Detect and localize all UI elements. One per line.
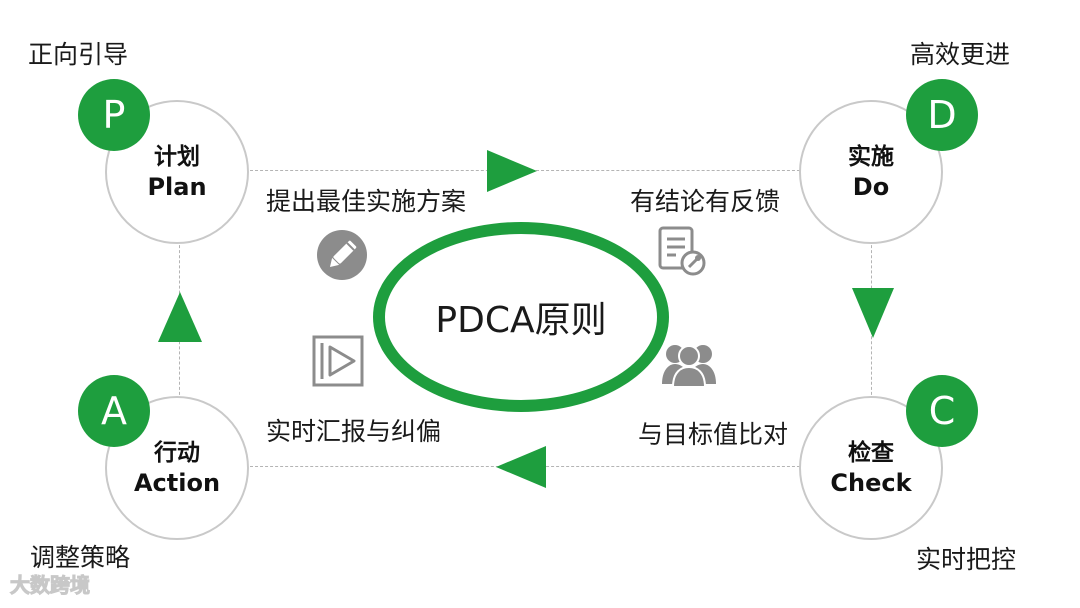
badge-plan: P bbox=[78, 79, 150, 151]
corner-label-do: 高效更进 bbox=[910, 40, 1011, 69]
node-action-title-cn: 行动 bbox=[154, 440, 200, 466]
play-video-icon bbox=[312, 335, 364, 387]
report-icon bbox=[658, 226, 706, 276]
arrow-up-icon bbox=[158, 292, 202, 342]
node-do-title-en: Do bbox=[852, 173, 890, 201]
edge-label-action-to-plan: 实时汇报与纠偏 bbox=[266, 417, 442, 446]
arrow-left-icon bbox=[496, 446, 546, 488]
badge-check: C bbox=[906, 375, 978, 447]
node-action-title-en: Action bbox=[133, 469, 221, 497]
arrow-right-icon bbox=[487, 150, 537, 192]
node-check-title-cn: 检查 bbox=[848, 440, 894, 466]
pencil-icon bbox=[317, 230, 367, 280]
edge-label-do-to-check: 有结论有反馈 bbox=[630, 187, 781, 216]
badge-action: A bbox=[78, 375, 150, 447]
center-ellipse: PDCA原则 bbox=[373, 222, 669, 412]
center-label: PDCA原则 bbox=[435, 300, 607, 341]
edge-label-check-to-action: 与目标值比对 bbox=[638, 420, 789, 449]
node-plan: 计划 Plan bbox=[105, 100, 249, 244]
node-check-title-en: Check bbox=[830, 469, 912, 497]
node-do-title-cn: 实施 bbox=[848, 144, 894, 170]
watermark: 大数跨境 bbox=[10, 573, 91, 598]
corner-label-action: 调整策略 bbox=[30, 543, 131, 572]
node-action: 行动 Action bbox=[105, 396, 249, 540]
corner-label-check: 实时把控 bbox=[916, 545, 1017, 574]
node-plan-title-en: Plan bbox=[147, 173, 207, 201]
node-plan-title-cn: 计划 bbox=[154, 144, 200, 170]
users-icon bbox=[662, 345, 716, 388]
corner-label-plan: 正向引导 bbox=[28, 40, 129, 69]
edge-label-plan-to-do: 提出最佳实施方案 bbox=[266, 187, 467, 216]
badge-do: D bbox=[906, 79, 978, 151]
arrow-down-icon bbox=[852, 288, 894, 338]
